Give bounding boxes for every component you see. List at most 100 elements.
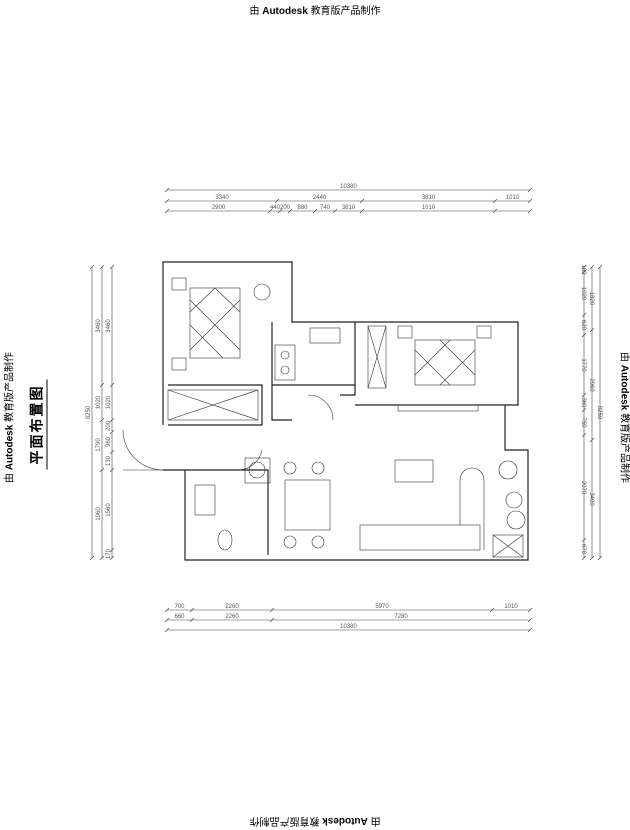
nightstand-3	[397, 325, 413, 339]
dimension-line	[267, 208, 273, 214]
dimension-line	[589, 555, 595, 561]
bed-2	[414, 339, 476, 386]
dimension-label: 2260	[225, 614, 239, 620]
dimension-line	[581, 332, 587, 338]
dimension-label: 7280	[394, 614, 408, 620]
dimension-line	[109, 429, 115, 435]
dimension-line	[99, 264, 105, 270]
dimension-line	[189, 607, 195, 613]
dimension-label: 2440	[313, 195, 327, 201]
cabinet-mark	[492, 534, 524, 558]
dimension-label: 700	[174, 604, 185, 610]
stove	[274, 344, 296, 381]
dimension-line	[99, 467, 105, 473]
sofa	[359, 524, 481, 551]
bed-1	[189, 287, 241, 359]
armchair	[506, 510, 526, 530]
wardrobe-1	[167, 389, 259, 421]
dimension-label: 3490	[588, 492, 594, 506]
dimension-label: 1020	[96, 395, 102, 409]
dimension-label: 3810	[342, 205, 356, 211]
dimension-label: 3340	[215, 195, 229, 201]
dimension-line	[269, 617, 275, 623]
dimension-label: 3460	[106, 319, 112, 333]
dimension-line	[109, 467, 115, 473]
dining-chair	[283, 461, 297, 475]
dining-chair	[311, 461, 325, 475]
door-swing-bath	[239, 449, 263, 471]
dimension-label: 740	[320, 205, 331, 211]
dimension-line	[527, 617, 533, 623]
dimension-line	[164, 198, 170, 204]
dimension-line	[312, 208, 318, 214]
dimension-line	[581, 537, 587, 543]
dimension-lines	[89, 187, 603, 633]
dimension-line	[109, 264, 115, 270]
dimension-label: 2070	[580, 481, 586, 495]
dimension-label: 1770	[580, 358, 586, 372]
washing-machine-drum	[248, 461, 266, 479]
watermark-top: 由 Autodesk 教育版产品制作	[249, 6, 381, 17]
dimension-line	[164, 617, 170, 623]
entry-door-swing	[122, 429, 164, 471]
burner	[280, 365, 290, 375]
dimension-label: 8250	[86, 405, 92, 419]
dimension-label: 670	[580, 544, 586, 555]
walls	[162, 261, 529, 561]
dimension-line	[89, 264, 95, 270]
dimension-label: 10380	[340, 184, 357, 190]
door-swing-bedroom2	[307, 394, 334, 421]
dimension-line	[109, 449, 115, 455]
dimension-line	[109, 555, 115, 561]
dimension-label: 200	[280, 205, 291, 211]
dimension-line	[581, 555, 587, 561]
dimension-label: 440	[270, 205, 281, 211]
armchair	[498, 460, 518, 480]
dimension-line	[109, 417, 115, 423]
bed-2-pattern	[414, 339, 476, 386]
dimension-line	[527, 187, 533, 193]
dimension-line	[332, 208, 338, 214]
bed-1-pattern	[189, 287, 241, 359]
dimension-label: 960	[106, 436, 112, 447]
dimension-line	[164, 208, 170, 214]
dimension-line	[527, 198, 533, 204]
inner-wall-bedroom2	[340, 322, 356, 396]
dimension-line	[492, 198, 498, 204]
dimension-label: 200	[106, 420, 112, 431]
dimension-label: 1010	[506, 195, 520, 201]
dimension-line	[99, 555, 105, 561]
dimension-line	[527, 208, 533, 214]
dimension-label: 1790	[96, 438, 102, 452]
dimension-line	[589, 264, 595, 270]
dimension-line	[189, 617, 195, 623]
dimension-line	[597, 555, 603, 561]
dining-chair	[283, 535, 297, 549]
dimension-label: 1020	[106, 395, 112, 409]
dimension-line	[99, 417, 105, 423]
toilet	[217, 529, 233, 551]
dimension-line	[597, 264, 603, 270]
burner	[280, 350, 290, 360]
dimension-line	[527, 607, 533, 613]
tv-cabinet	[397, 404, 479, 412]
dimension-line	[581, 312, 587, 318]
dimension-label: 3460	[96, 319, 102, 333]
nightstand-1	[171, 277, 187, 291]
dimension-line	[109, 382, 115, 388]
dimension-label: 1560	[106, 503, 112, 517]
dimension-label: 10380	[340, 624, 357, 630]
dimension-label: 1820	[588, 292, 594, 306]
dimension-label: 620	[580, 320, 586, 331]
dimension-line	[89, 555, 95, 561]
dimension-line	[164, 627, 170, 633]
dimension-line	[589, 437, 595, 443]
dimension-line	[581, 407, 587, 413]
inner-wall-kitchen	[271, 322, 292, 421]
dimension-label: 2260	[225, 604, 239, 610]
dimension-label: 880	[297, 205, 308, 211]
coffee-table	[394, 459, 434, 483]
dimension-label: 660	[174, 614, 185, 620]
dimension-label: 1020	[580, 287, 586, 301]
dimension-label: 170	[106, 548, 112, 559]
